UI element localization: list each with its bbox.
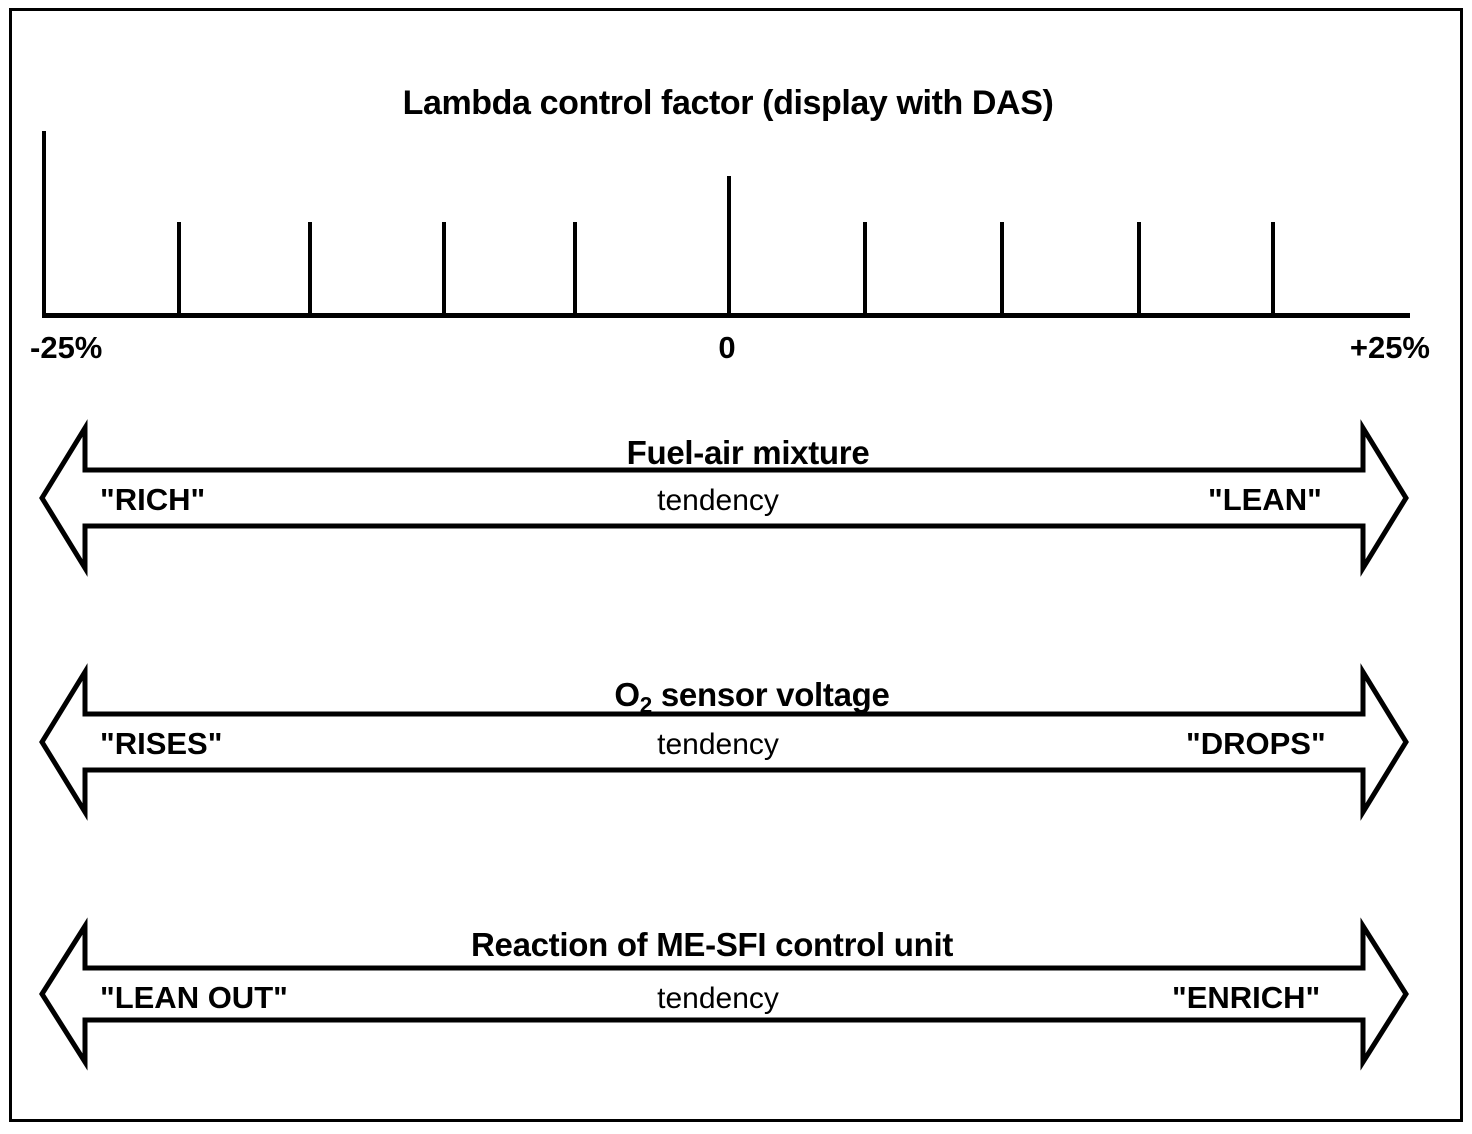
scale-tick-zero [727,176,731,315]
scale-title: Lambda control factor (display with DAS) [402,84,1054,122]
double-arrow-shape [39,663,1409,821]
scale-tick-7 [1137,222,1141,315]
heading-subscript: 2 [639,692,652,718]
scale-tick-2 [308,222,312,315]
arrow-mid-label-tendency-3: tendency [657,982,779,1015]
scale-tick-1 [177,222,181,315]
arrow-block-fuel-air-mixture: Fuel-air mixture "RICH" tendency "LEAN" [0,418,1472,578]
arrow-heading-me-sfi-control-unit: Reaction of ME-SFI control unit [470,926,954,963]
arrow-right-label-drops: "DROPS" [1186,726,1326,761]
scale-tick-6 [1000,222,1004,315]
arrow-right-label-enrich: "ENRICH" [1172,980,1321,1015]
arrow-left-label-rich: "RICH" [100,482,206,517]
scale-baseline [42,313,1410,318]
heading-prefix: O [614,676,640,713]
arrow-left-label-rises: "RISES" [100,726,223,761]
scale-label-max: +25% [1349,330,1430,365]
arrow-heading-o2-sensor-voltage: O2 sensor voltage [614,678,889,717]
diagram-border [9,8,1463,1122]
arrow-left-label-lean-out: "LEAN OUT" [100,980,288,1015]
arrow-right-label-lean: "LEAN" [1208,482,1322,517]
scale-label-zero: 0 [718,330,736,365]
heading-suffix: sensor voltage [651,676,890,713]
scale-tick-8 [1271,222,1275,315]
scale-tick-4 [573,222,577,315]
double-arrow-shape [39,917,1409,1071]
arrow-mid-label-tendency-2: tendency [657,728,779,761]
scale-tick-5 [863,222,867,315]
arrow-block-o2-sensor-voltage: O2 sensor voltage "RISES" tendency "DROP… [0,662,1472,822]
double-arrow-shape [39,419,1409,577]
scale-label-min: -25% [30,330,103,365]
arrow-heading-fuel-air-mixture: Fuel-air mixture [626,434,870,471]
scale-tick-min [42,131,46,315]
arrow-mid-label-tendency-1: tendency [657,484,779,517]
arrow-block-me-sfi-control-unit: Reaction of ME-SFI control unit "LEAN OU… [0,910,1472,1080]
scale-tick-3 [442,222,446,315]
